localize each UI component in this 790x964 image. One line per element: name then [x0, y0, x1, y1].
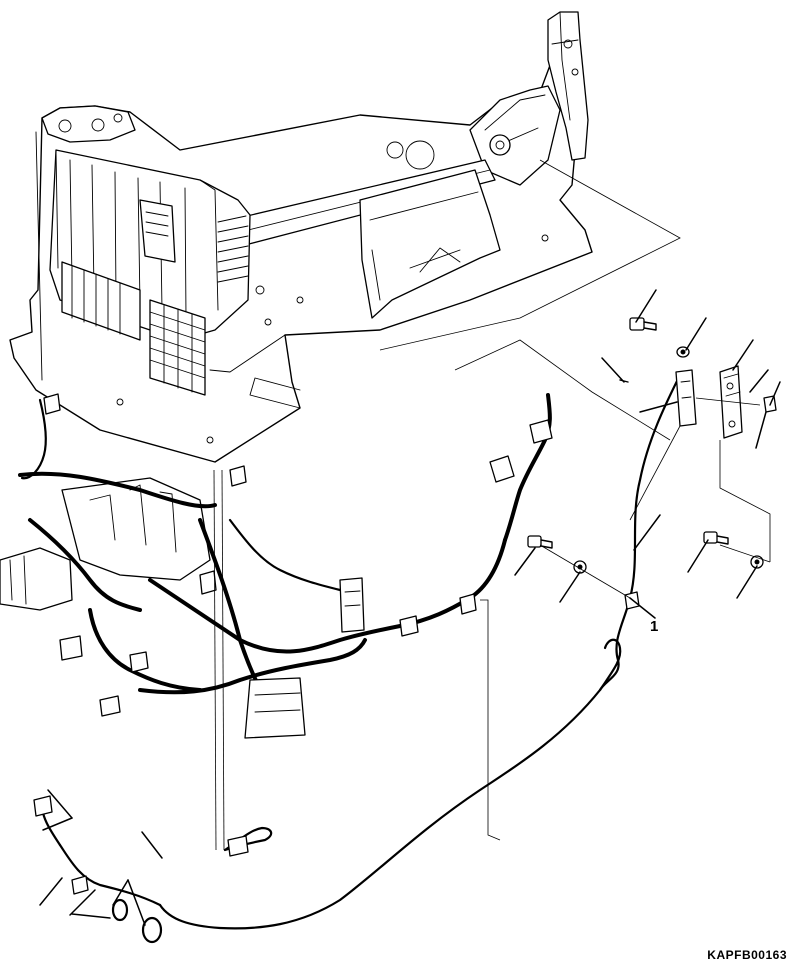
- fastener-parts: [454, 317, 777, 599]
- main-wiring-harness: [0, 393, 553, 851]
- drawing-code: KAPFB00163: [707, 948, 787, 962]
- lower-cable-item-1: [33, 373, 682, 944]
- callout-leader-lines: [39, 289, 781, 926]
- callout-label-1: 1: [650, 618, 659, 635]
- floor-frame-assembly: [9, 11, 681, 463]
